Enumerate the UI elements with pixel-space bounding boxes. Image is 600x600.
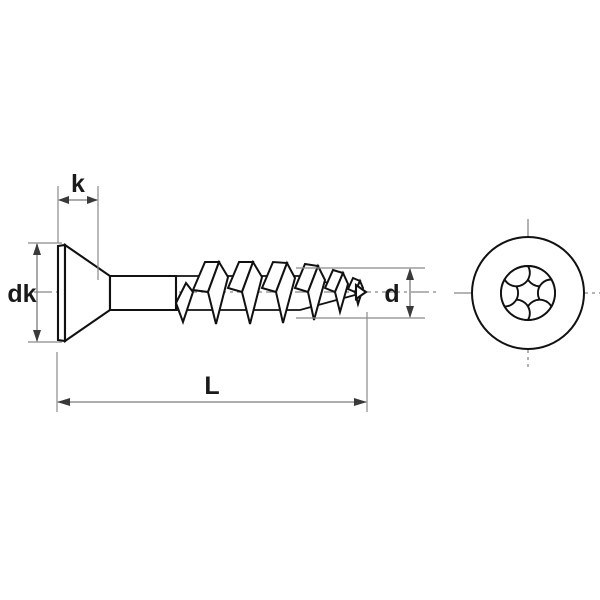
thread-point-tip (354, 282, 368, 302)
torx-lobes (500, 265, 556, 321)
dimension-d: d (296, 267, 425, 319)
screw-head-cone (63, 243, 112, 343)
thread-flight-4-lower (306, 263, 327, 321)
thread-flight-2-lower (240, 259, 264, 325)
thread-flight-5-lower (333, 270, 350, 316)
d-arrow-bottom (406, 306, 414, 318)
k-arrow-right (87, 196, 98, 204)
dk-arrow-top (33, 243, 41, 255)
screw-side-view (56, 243, 368, 343)
dimension-dk: dk (7, 242, 62, 343)
torx-end-view (471, 236, 585, 350)
thread-flight-0 (174, 281, 195, 326)
dk-arrow-bottom (33, 330, 41, 342)
thread-flight-3-lower (274, 260, 297, 324)
dimension-label-L: L (204, 372, 219, 400)
dimension-label-dk: dk (7, 280, 36, 308)
L-arrow-right (354, 398, 367, 406)
d-arrow-top (406, 268, 414, 280)
screw-thread-flights (174, 259, 368, 326)
screw-shank (108, 274, 178, 312)
thread-flight-1-lower (206, 259, 230, 325)
dimension-k: k (57, 170, 99, 280)
L-arrow-left (57, 398, 70, 406)
dimension-label-k: k (71, 170, 85, 198)
dimension-label-d: d (384, 280, 399, 308)
torx-lobe-6 (503, 265, 531, 288)
k-arrow-left (58, 196, 69, 204)
dimension-L: L (56, 312, 368, 412)
